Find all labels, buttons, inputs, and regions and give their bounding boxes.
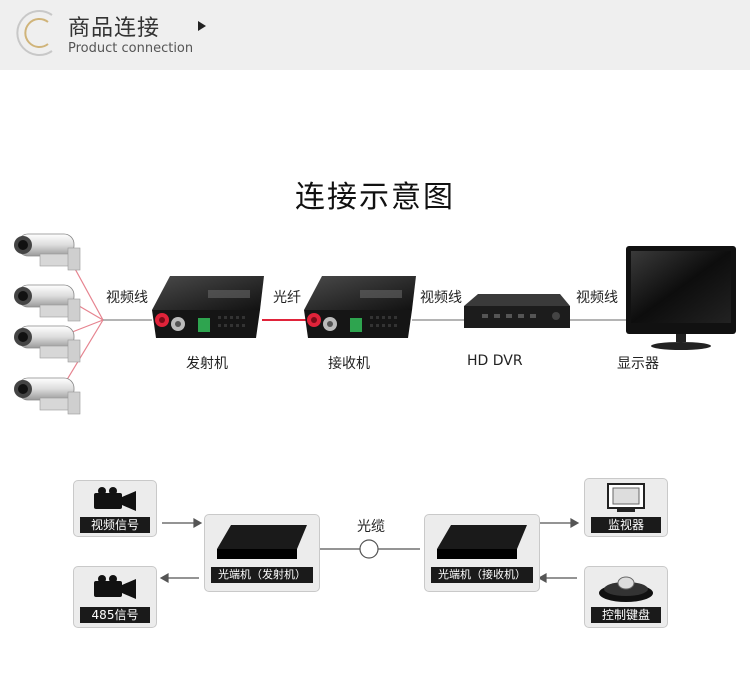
tag-485-signal: 485信号 (80, 607, 150, 623)
video-camera-icon (94, 487, 136, 511)
label-transmitter: 发射机 (186, 356, 228, 372)
node-monitor: 监视器 (584, 478, 668, 537)
camera-4 (14, 377, 81, 415)
label-fiber-link: 光缆 (357, 519, 385, 535)
tag-rx-unit: 光端机（接收机） (431, 567, 533, 583)
circle-c-logo-icon (16, 10, 53, 56)
triangle-right-icon (198, 21, 206, 31)
camera-1 (14, 233, 81, 271)
label-dvr: HD DVR (467, 353, 523, 369)
optical-box-icon (217, 525, 307, 559)
header-subtitle: Product connection (68, 41, 194, 56)
tag-video-signal: 视频信号 (80, 517, 150, 533)
label-video-cable-left: 视频线 (106, 290, 148, 306)
optical-box-icon (437, 525, 527, 559)
header-title: 商品连接 (68, 16, 161, 41)
header-band: 商品连接 Product connection (0, 0, 750, 70)
node-tx-unit: 光端机（发射机） (204, 514, 320, 592)
node-control-keyboard: 控制键盘 (584, 566, 668, 628)
node-video-signal: 视频信号 (73, 480, 157, 537)
label-video-cable-right: 视频线 (576, 290, 618, 306)
label-receiver: 接收机 (328, 356, 370, 372)
monitor-device (626, 246, 736, 350)
tag-control-keyboard: 控制键盘 (591, 607, 661, 623)
tag-tx-unit: 光端机（发射机） (211, 567, 313, 583)
fiber-junction-circle (359, 539, 379, 559)
transmitter-device (152, 276, 264, 338)
monitor-icon (607, 483, 645, 512)
label-video-cable-mid: 视频线 (420, 290, 462, 306)
diagram-title: 连接示意图 (295, 180, 455, 215)
video-camera-icon (94, 575, 136, 599)
camera-2 (14, 284, 81, 322)
receiver-device (304, 276, 416, 338)
joystick-keyboard-icon (599, 576, 653, 602)
label-monitor: 显示器 (617, 356, 659, 372)
label-fiber: 光纤 (273, 290, 301, 306)
tag-monitor: 监视器 (591, 517, 661, 533)
connection-scene (14, 233, 736, 415)
dvr-device (464, 294, 570, 328)
node-rx-unit: 光端机（接收机） (424, 514, 540, 592)
node-485-signal: 485信号 (73, 566, 157, 628)
camera-3 (14, 325, 81, 363)
